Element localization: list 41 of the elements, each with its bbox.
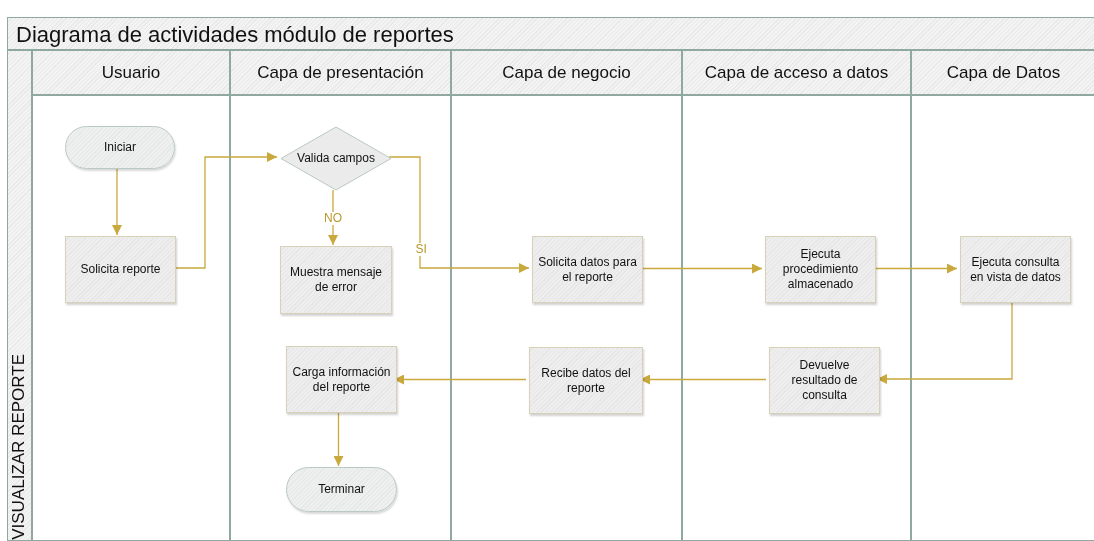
process-box: [65, 236, 176, 303]
process-box: [280, 246, 392, 314]
decision-diamond: [280, 126, 392, 191]
arrow: [328, 189, 338, 246]
row-label: VISUALIZAR REPORTE: [9, 354, 29, 540]
lane-header: Capa de acceso a datos: [683, 51, 910, 96]
node-label: Terminar: [317, 482, 366, 497]
process-box: [532, 236, 643, 303]
diagram-title: Diagrama de actividades módulo de reportes: [16, 22, 454, 48]
node-label: Ejecuta procedimiento almacenado: [781, 247, 860, 292]
swimlane: [229, 51, 450, 541]
edge-label: SI: [414, 242, 428, 256]
swimlane: [910, 51, 1094, 541]
node-label: Carga información del reporte: [291, 364, 392, 395]
edge-label: NO: [323, 211, 343, 225]
lane-header: Usuario: [33, 51, 229, 96]
lane-header: Capa de Datos: [912, 51, 1094, 96]
swimlane: [681, 51, 910, 541]
arrow: [333, 411, 344, 467]
process-box: [960, 236, 1071, 303]
process-box: [529, 347, 643, 414]
node-label: Solicita datos para el reporte: [537, 254, 638, 285]
arrow: [112, 167, 122, 236]
node-label: Iniciar: [103, 140, 137, 155]
arrow: [388, 156, 530, 273]
process-box: [765, 236, 876, 303]
node-label: Solicita reporte: [79, 262, 162, 277]
terminal-pill: [65, 126, 175, 169]
node-label: Devuelve resultado de consulta: [790, 358, 859, 403]
swimlane: [31, 51, 229, 541]
node-label: Valida campos: [296, 151, 376, 166]
swimlane-row: [7, 50, 1094, 541]
node-label: Muestra mensaje de error: [288, 265, 383, 295]
terminal-pill: [286, 467, 397, 512]
swimlane: [450, 51, 681, 541]
lane-header: Capa de negocio: [452, 51, 681, 96]
process-box: [769, 347, 880, 414]
lane-header: Capa de presentación: [231, 51, 450, 96]
node-label: Recibe datos del reporte: [540, 365, 632, 396]
node-label: Ejecuta consulta en vista de datos: [969, 254, 1062, 285]
process-box: [286, 346, 397, 413]
